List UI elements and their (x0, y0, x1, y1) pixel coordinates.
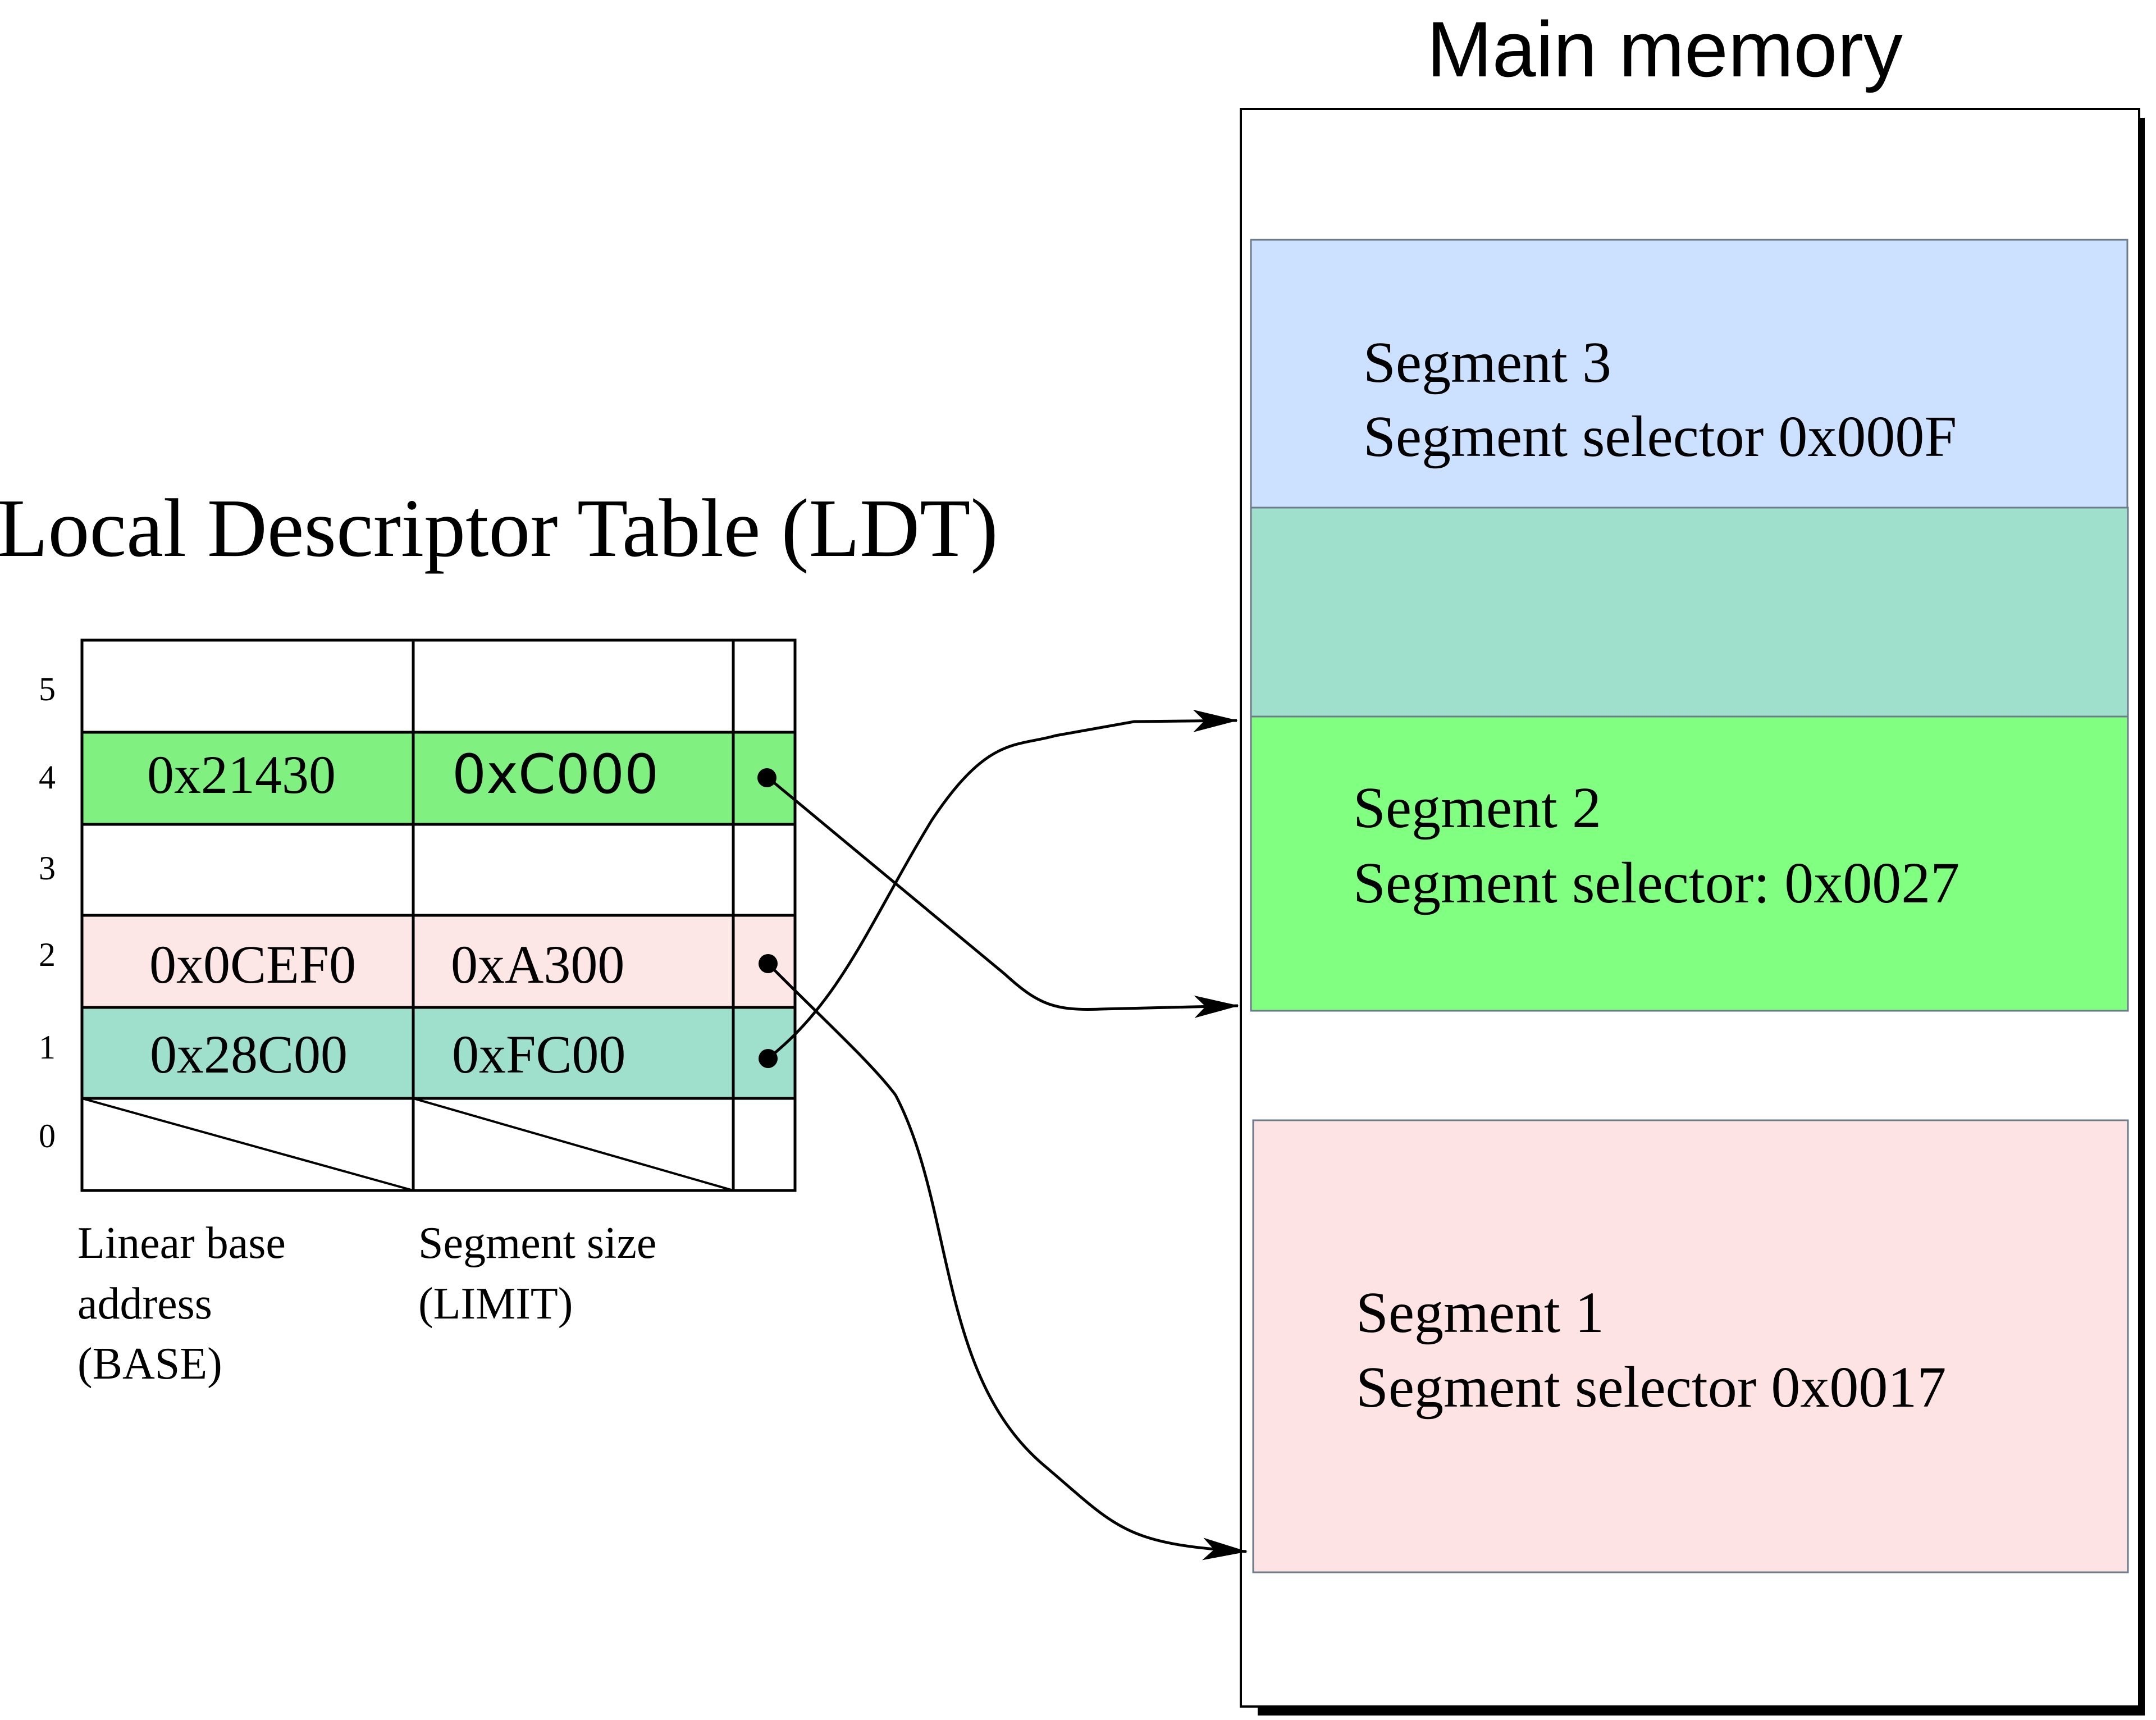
ldt-index-1: 1 (39, 1029, 56, 1066)
ldt-index-3: 3 (39, 850, 56, 887)
base-label-line-2: address (77, 1279, 212, 1329)
segment-3-name: Segment 3 (1363, 330, 1611, 395)
segment-2-block: Segment 2 Segment selector: 0x0027 (1250, 715, 2129, 1012)
ldt-base-2: 0x0CEF0 (149, 934, 356, 994)
ldt-base-4: 0x21430 (147, 745, 336, 805)
limit-label-line-1: Segment size (418, 1219, 656, 1268)
base-column-label: Linear base address (BASE) (77, 1219, 286, 1389)
arrow-row2-to-segment-1 (767, 962, 1248, 1561)
ldt-row-5: 5 (39, 638, 797, 734)
ldt-null-slash-base (81, 1097, 414, 1192)
base-label-line-3: (BASE) (77, 1339, 222, 1389)
ldt-index-5: 5 (39, 670, 56, 708)
segment-2-selector: Segment selector: 0x0027 (1353, 851, 1959, 915)
base-label-line-1: Linear base (77, 1219, 286, 1268)
segment-3-selector: Segment selector 0x000F (1363, 404, 1957, 469)
segment-1-block: Segment 1 Segment selector 0x0017 (1252, 1119, 2129, 1573)
segment-3-block: Segment 3 Segment selector 0x000F (1250, 239, 2128, 510)
ldt-null-slash-limit (413, 1097, 734, 1192)
ldt-limit-4: 0xC000 (452, 743, 659, 806)
ldt-limit-2: 0xA300 (451, 934, 624, 994)
main-memory-title: Main memory (1427, 5, 1903, 93)
arrow-row1-to-overlap (767, 709, 1238, 1060)
ldt-row-0: 0 (39, 1097, 797, 1192)
ldt-row-4: 4 0x21430 0xC000 (39, 731, 797, 826)
limit-label-line-2: (LIMIT) (418, 1279, 573, 1329)
segment-2-name: Segment 2 (1353, 775, 1601, 840)
arrow-row4-to-segment-2 (767, 777, 1239, 1018)
ldt-title: Local Descriptor Table (LDT) (0, 482, 998, 574)
segment-1-name: Segment 1 (1356, 1280, 1604, 1345)
ldt-row-3: 3 (39, 823, 797, 917)
ldt-index-2: 2 (39, 936, 56, 973)
ldt-pointer-dot-4 (757, 768, 776, 787)
ldt-index-4: 4 (39, 759, 56, 796)
ldt-row-2: 2 0x0CEF0 0xA300 (39, 914, 797, 1009)
segment-1-selector: Segment selector 0x0017 (1356, 1355, 1946, 1420)
ldt-limit-1: 0xFC00 (452, 1024, 625, 1084)
overlap-region (1250, 507, 2129, 718)
limit-column-label: Segment size (LIMIT) (418, 1219, 656, 1329)
ldt-base-1: 0x28C00 (150, 1024, 348, 1084)
ldt-row-1: 1 0x28C00 0xFC00 (39, 1006, 797, 1100)
ldt-index-0: 0 (39, 1117, 56, 1155)
